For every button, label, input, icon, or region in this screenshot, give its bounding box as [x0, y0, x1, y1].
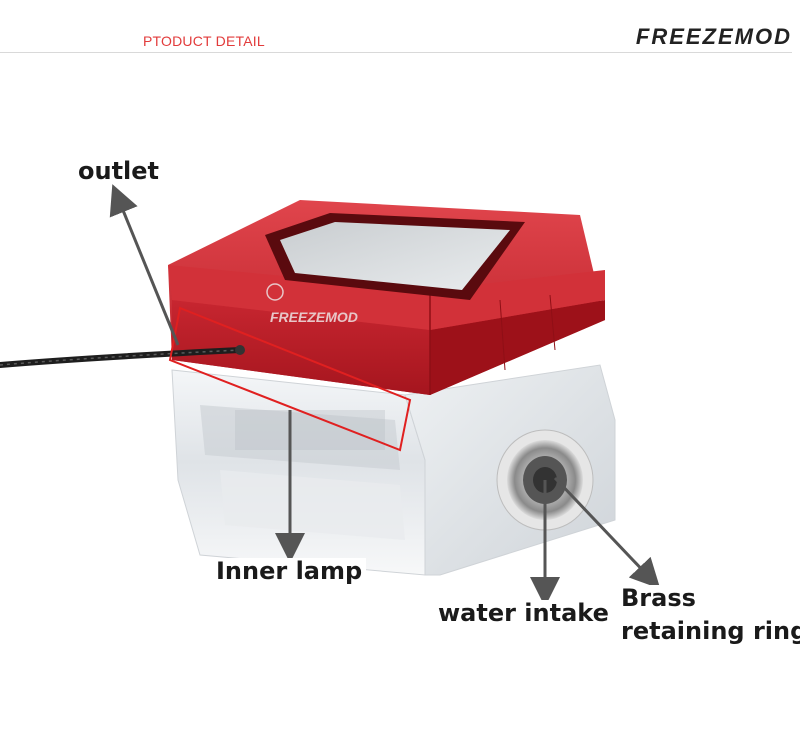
- acrylic-body: [171, 364, 616, 576]
- header-divider: [0, 52, 792, 53]
- label-brass-line1: Brass: [617, 584, 700, 613]
- label-water-intake: water intake: [434, 599, 613, 628]
- label-brass-line2: retaining ring: [617, 617, 800, 646]
- engraved-logo: FREEZEMOD: [270, 309, 358, 325]
- brass-ring-arrow: [553, 476, 661, 589]
- callout-arrows: [109, 184, 661, 607]
- brand-logo: FREEZEMOD: [635, 24, 792, 49]
- label-inner-lamp: Inner lamp: [212, 557, 367, 586]
- label-outlet: outlet: [78, 157, 160, 185]
- cable: [0, 345, 245, 368]
- outlet-arrow: [109, 184, 180, 346]
- red-cap: FREEZEMOD: [168, 200, 605, 395]
- section-title: PTODUCT DETAIL: [143, 33, 265, 49]
- inner-lamp-highlight: [168, 306, 412, 452]
